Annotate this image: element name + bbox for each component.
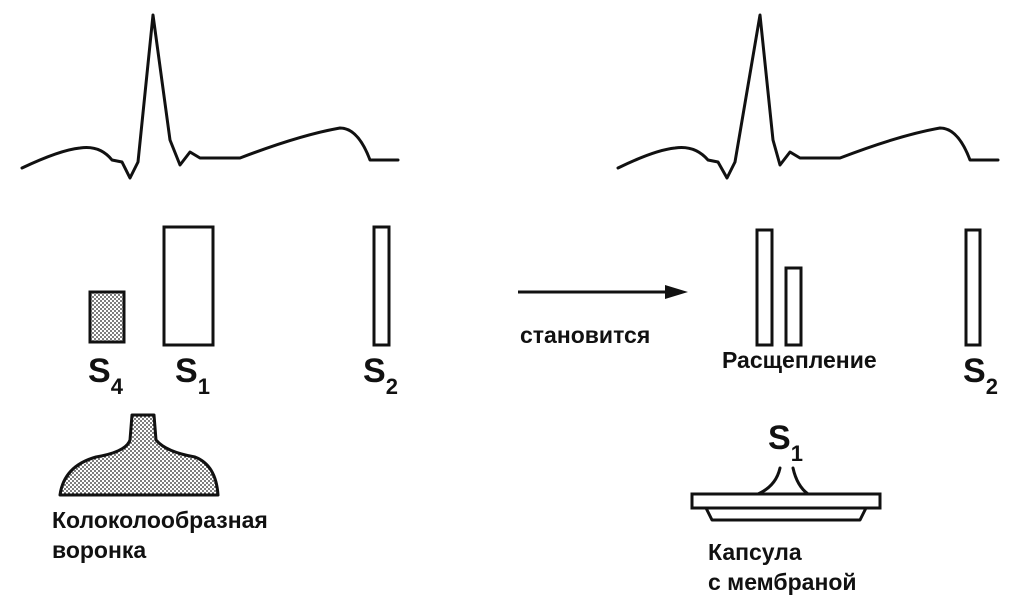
s2-label: S2 [363, 352, 398, 399]
s1-pointer-lines [758, 468, 808, 494]
bell-label-line2: воронка [52, 537, 146, 563]
arrow-label: становится [520, 322, 650, 348]
arrow-right-icon [665, 285, 688, 299]
s4-bar [90, 292, 124, 342]
bell-chestpiece-icon [60, 415, 218, 495]
s1-split-bar-b [786, 268, 801, 345]
s2-bar-right [966, 230, 980, 345]
transition: становится [518, 285, 688, 348]
diaphragm-chestpiece-icon [692, 494, 880, 520]
split-label: Расщепление [722, 347, 877, 373]
capsule-label-line1: Капсула [708, 539, 802, 565]
s4-label: S4 [88, 352, 124, 399]
s2-label-right: S2 [963, 352, 998, 399]
capsule-label-line2: с мембраной [708, 569, 857, 595]
bell-label-line1: Колоколообразная [52, 507, 268, 533]
s1-label: S1 [175, 352, 210, 399]
ecg-trace-right [618, 15, 998, 178]
s1-split-bar-a [757, 230, 772, 345]
s1-bar [164, 227, 213, 345]
ecg-trace-left [22, 15, 398, 178]
s1-device-label: S1 [768, 419, 803, 466]
s2-bar [374, 227, 389, 345]
right-panel: Расщепление S2 S1 Капсула с мембраной [618, 15, 998, 595]
left-panel: S4 S1 S2 Колоколообразная воронка [22, 15, 398, 563]
